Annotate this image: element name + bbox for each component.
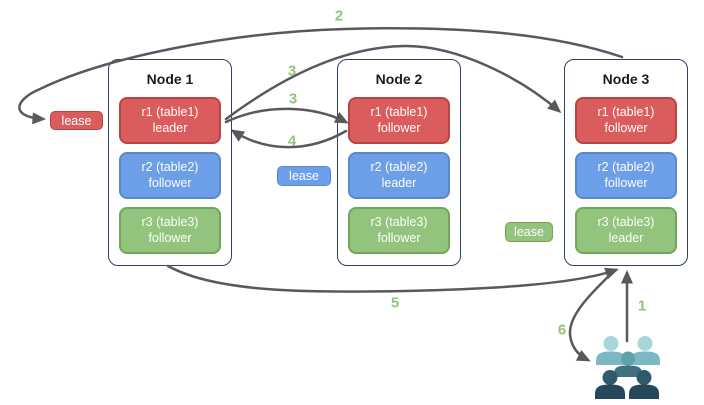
range-role: follower [377, 120, 421, 135]
lease-badge-r2: lease [277, 166, 331, 186]
lease-badge-r1: lease [50, 111, 103, 130]
range-label: r3 (table3) [141, 215, 199, 229]
range-label: r2 (table2) [597, 160, 655, 174]
step-label-3b: 3 [288, 90, 298, 108]
node-1-range-r3: r3 (table3) follower [119, 207, 221, 254]
range-role: leader [381, 175, 417, 190]
range-role: leader [152, 120, 188, 135]
node-2-box: Node 2 r1 (table1) follower r2 (table2) … [337, 59, 461, 266]
lease-badge-r3: lease [505, 222, 553, 242]
node-2-title: Node 2 [375, 71, 423, 87]
node-1-range-r1: r1 (table1) leader [119, 97, 221, 144]
range-role: leader [608, 230, 644, 245]
node-2-range-r2: r2 (table2) leader [348, 152, 450, 199]
node-3-title: Node 3 [602, 71, 650, 87]
arrow-step-5-node1-to-node3 [166, 264, 619, 293]
range-role: follower [148, 175, 192, 190]
node-1-range-r2: r2 (table2) follower [119, 152, 221, 199]
range-label: r2 (table2) [370, 160, 428, 174]
range-label: r1 (table1) [141, 105, 199, 119]
step-label-6: 6 [557, 321, 567, 339]
step-label-4: 4 [287, 132, 297, 150]
step-label-1: 1 [637, 297, 647, 315]
range-label: r3 (table3) [597, 215, 655, 229]
step-label-3a: 3 [287, 62, 297, 80]
range-label: r2 (table2) [141, 160, 199, 174]
node-3-range-r2: r2 (table2) follower [575, 152, 677, 199]
node-2-range-r1: r1 (table1) follower [348, 97, 450, 144]
arrow-step-6-node3-to-users [568, 270, 615, 362]
range-role: follower [377, 230, 421, 245]
node-2-range-r3: r3 (table3) follower [348, 207, 450, 254]
node-3-box: Node 3 r1 (table1) follower r2 (table2) … [564, 59, 688, 266]
range-label: r1 (table1) [597, 105, 655, 119]
node-1-box: Node 1 r1 (table1) leader r2 (table2) fo… [108, 59, 232, 266]
arrow-step-3-node1-to-node2 [224, 107, 349, 124]
range-role: follower [604, 175, 648, 190]
node-1-title: Node 1 [146, 71, 194, 87]
step-label-5: 5 [390, 294, 400, 312]
range-label: r3 (table3) [370, 215, 428, 229]
step-label-2: 2 [334, 7, 344, 25]
node-3-range-r3: r3 (table3) leader [575, 207, 677, 254]
range-role: follower [148, 230, 192, 245]
range-label: r1 (table1) [370, 105, 428, 119]
range-role: follower [604, 120, 648, 135]
node-3-range-r1: r1 (table1) follower [575, 97, 677, 144]
users-group-icon [595, 336, 660, 399]
